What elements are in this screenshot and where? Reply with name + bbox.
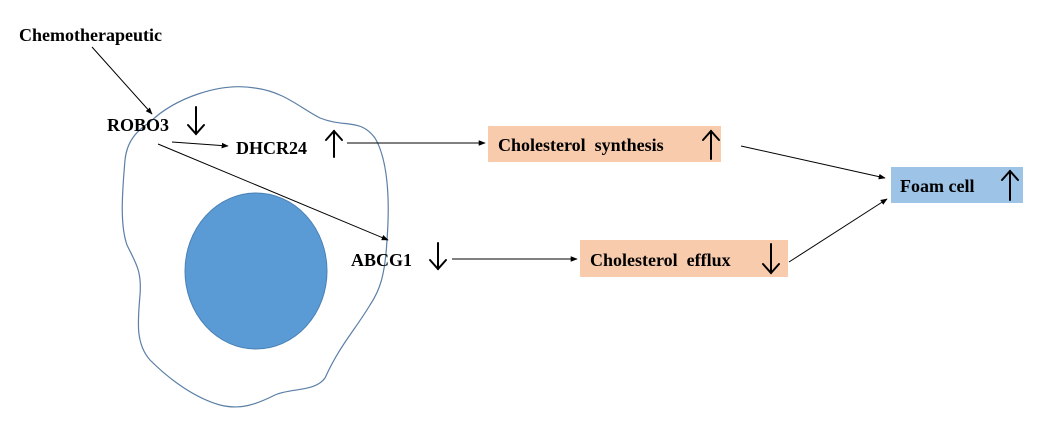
foam-cell-box (891, 167, 1023, 203)
trend-arrow-head (762, 263, 780, 275)
trend-arrow-head (1001, 169, 1019, 181)
dhcr24-label: DHCR24 (236, 138, 307, 158)
nucleus (184, 192, 328, 350)
edge-chemo-robo3 (91, 46, 153, 115)
edge-robo3-dhcr24 (171, 141, 229, 149)
cholesterol-efflux-label: Cholesterol efflux (590, 250, 731, 270)
edge-efflux-foamcell (788, 198, 888, 263)
cholesterol-synthesis-label: Cholesterol synthesis (498, 135, 664, 155)
trend-arrow-head (325, 129, 343, 141)
cell-membrane (121, 86, 389, 408)
cholesterol-synthesis-box (488, 126, 721, 162)
cholesterol-efflux-box (580, 240, 788, 277)
edge-synthesis-foamcell (740, 145, 886, 180)
trend-arrow-head (429, 259, 447, 271)
abcg1-down-arrow-icon (429, 242, 447, 271)
foam-cell-label: Foam cell (900, 176, 974, 196)
foamcell-up-arrow-icon (1001, 169, 1019, 201)
trend-arrow-head (187, 124, 205, 136)
robo3-label: ROBO3 (107, 115, 169, 135)
dhcr24-up-arrow-icon (325, 129, 343, 158)
chemotherapeutic-label: Chemotherapeutic (19, 25, 162, 45)
trend-arrow-head (702, 129, 720, 141)
abcg1-label: ABCG1 (351, 250, 412, 270)
efflux-down-arrow-icon (762, 243, 780, 275)
synthesis-up-arrow-icon (702, 129, 720, 160)
edge-robo3-abcg1 (157, 143, 389, 241)
robo3-down-arrow-icon (187, 106, 205, 136)
